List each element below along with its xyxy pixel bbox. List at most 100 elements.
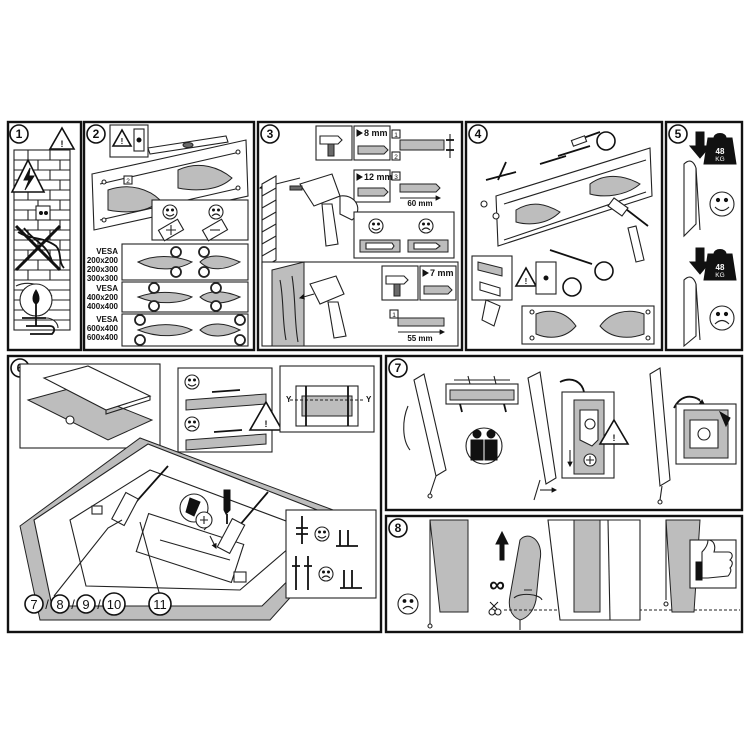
part-callout: 9: [82, 597, 89, 612]
vesa-size: 200x300: [87, 265, 119, 274]
wall-anchor-detail: !: [471, 255, 557, 327]
vesa-label: VESA: [96, 247, 118, 256]
vesa-label: VESA: [96, 315, 118, 324]
svg-text:∞: ∞: [489, 572, 505, 597]
wall-plate-illustration: [495, 147, 653, 247]
drill-bit-box: 7 mm: [419, 265, 457, 301]
axis-label: Y: [286, 395, 292, 404]
part-callout: 11: [153, 597, 167, 612]
plate-top-view: [521, 305, 655, 345]
happy-face-icon: [314, 526, 330, 542]
drill-bit-box: 12 mm: [353, 169, 393, 203]
two-people-icon: [465, 427, 503, 465]
tv-side-view-wrong: [427, 519, 469, 629]
axis-label: Y: [366, 395, 372, 404]
step-number-badge: [86, 124, 106, 144]
weight-value: 48: [716, 263, 725, 272]
drill-bit-box: 8 mm: [353, 125, 391, 161]
step-number-badge: [388, 518, 408, 538]
part-callout: 7: [30, 597, 37, 612]
step-number: 1: [16, 127, 23, 141]
callout-group: 7 / 8 / 9 / 10 11: [24, 519, 172, 616]
warning-box: !: [109, 124, 149, 158]
electrical-hazard-icon: [10, 158, 46, 193]
screw-washer-box: [285, 509, 377, 599]
svg-text:!: !: [265, 419, 268, 429]
box-label: 1: [394, 132, 398, 139]
part-callout: 8: [56, 597, 63, 612]
panel-4-wall-plate: 4 5 4 6 !: [464, 120, 664, 352]
step-number-badge: [388, 358, 408, 378]
tv-face-down-inset: [19, 363, 161, 449]
power-outlet-icon: [35, 205, 51, 221]
tv-side-view-right: [547, 519, 641, 621]
step-number: 3: [267, 127, 274, 141]
spirit-level-icon: [147, 135, 229, 155]
step-number: 5: [675, 127, 682, 141]
step-number-badge: [9, 124, 29, 144]
drill-bit-size: 8 mm: [364, 128, 388, 138]
screws-set: [480, 131, 649, 265]
vesa-size: 600x400: [87, 324, 119, 333]
tv-on-wall-overload: [683, 247, 712, 348]
vesa-row: VESA 400x200 400x400: [87, 281, 249, 313]
depth-diagram: 1 55 mm: [389, 309, 446, 343]
part-callout: 10: [107, 597, 121, 612]
weight-unit: KG: [715, 272, 724, 279]
sad-face-icon: [318, 566, 334, 582]
tv-back-illustration: [19, 437, 361, 621]
level-check-box: Y Y: [279, 365, 375, 433]
vesa-label: VESA: [96, 284, 118, 293]
tv-side-view: [403, 373, 447, 499]
drill-icon-box: [381, 265, 419, 301]
panel-6-tv-brackets: 6: [6, 354, 383, 634]
hook-detail-box: [675, 403, 737, 465]
vesa-size: 400x200: [87, 293, 119, 302]
weight-unit: KG: [715, 156, 724, 163]
svg-text:/: /: [97, 597, 101, 612]
warning-triangle-icon: !: [598, 418, 630, 445]
sad-face-icon: [208, 204, 224, 220]
step-number: 8: [395, 521, 402, 535]
box-label: 2: [394, 154, 398, 161]
svg-text:2: 2: [126, 178, 130, 185]
step-number-badge: [668, 124, 688, 144]
bracket-top-view: [445, 375, 519, 413]
warning-triangle-icon: !: [248, 400, 284, 431]
wall-plate-illustration: 2: [91, 139, 249, 231]
svg-text:!: !: [613, 433, 616, 443]
sad-face-icon: [418, 218, 434, 234]
drill-illustration: [258, 173, 359, 247]
box-label: 1: [392, 312, 396, 319]
panel-7-hang-tv: 7: [384, 354, 744, 512]
panel-2-vesa-mounting: 2 ! 2: [82, 120, 256, 352]
drill-bit-size: 12 mm: [364, 172, 393, 182]
sad-face-icon: [397, 593, 419, 615]
vesa-size: 600x400: [87, 333, 119, 342]
sad-face-icon: [184, 416, 200, 432]
step-number: 7: [395, 361, 402, 375]
happy-face-icon: [368, 218, 384, 234]
happy-face-icon: [709, 191, 735, 217]
screw-orientation-box: [151, 199, 249, 242]
warning-triangle-icon: !: [48, 126, 76, 150]
vesa-row: VESA 600x400 600x400: [87, 313, 249, 347]
step-number: 4: [475, 127, 482, 141]
depth-label: 55 mm: [407, 334, 432, 343]
drill-icon-box: [315, 125, 353, 161]
panel-1-warnings: 1 !: [6, 120, 83, 352]
drill-bit-size: 7 mm: [430, 268, 454, 278]
brick-wall-illustration: [261, 175, 277, 269]
svg-text:!: !: [121, 137, 124, 146]
svg-text:!: !: [61, 139, 64, 149]
bracket-orientation-box: [177, 367, 273, 453]
cable-tie-illustration: ∞: [488, 530, 740, 630]
happy-face-icon: [162, 204, 178, 220]
vesa-size: 400x400: [87, 302, 119, 311]
water-pipe-icon: [15, 282, 59, 335]
sad-face-icon: [709, 305, 735, 331]
panel-5-weight-check: 5 48 KG 48 KG: [664, 120, 744, 352]
panel-3-drilling: 3 8 mm 12 mm 1 2 3: [256, 120, 464, 352]
panel-8-cable-tie: 8 ∞: [384, 514, 744, 634]
